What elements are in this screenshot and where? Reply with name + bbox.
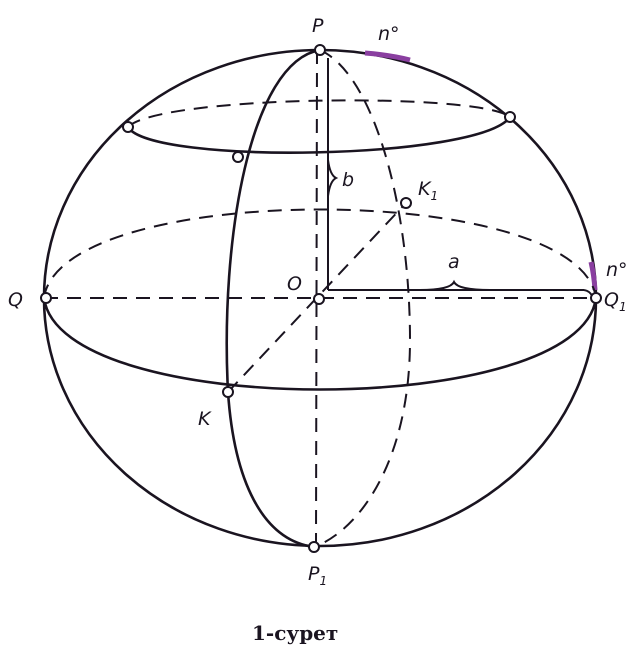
front-meridian: [225, 48, 321, 549]
label-O: O: [287, 273, 302, 295]
point-K: [222, 386, 234, 398]
upper-parallel-back: [127, 99, 511, 128]
point-upper-front: [232, 151, 244, 163]
label-n-top: n°: [378, 23, 400, 45]
figure-caption: 1-сурет: [252, 621, 338, 645]
point-P: [314, 44, 326, 56]
point-upper-right: [504, 111, 516, 123]
back-meridian: [313, 49, 412, 548]
upper-parallel-front: [126, 116, 512, 154]
arc-mark-top: [364, 50, 411, 63]
label-a: a: [448, 251, 460, 273]
equator-back: [43, 208, 597, 299]
point-upper-left: [122, 121, 134, 133]
label-P: P: [312, 15, 324, 37]
label-K1: K1: [418, 178, 438, 203]
point-K1: [400, 197, 412, 209]
label-P1: P1: [308, 563, 327, 588]
label-Q: Q: [8, 289, 23, 311]
label-Q1: Q1: [604, 289, 627, 314]
point-Q: [40, 292, 52, 304]
equator-front: [42, 297, 598, 391]
label-b: b: [342, 169, 354, 191]
brace-b: [327, 159, 339, 197]
polar-axis: [315, 49, 318, 548]
label-n-right: n°: [606, 259, 628, 281]
point-O: [313, 293, 325, 305]
arc-mark-right: [588, 261, 598, 291]
point-Q1: [590, 292, 602, 304]
point-P1: [308, 541, 320, 553]
label-K: K: [198, 408, 212, 430]
diameter-k-k1: [227, 202, 407, 393]
